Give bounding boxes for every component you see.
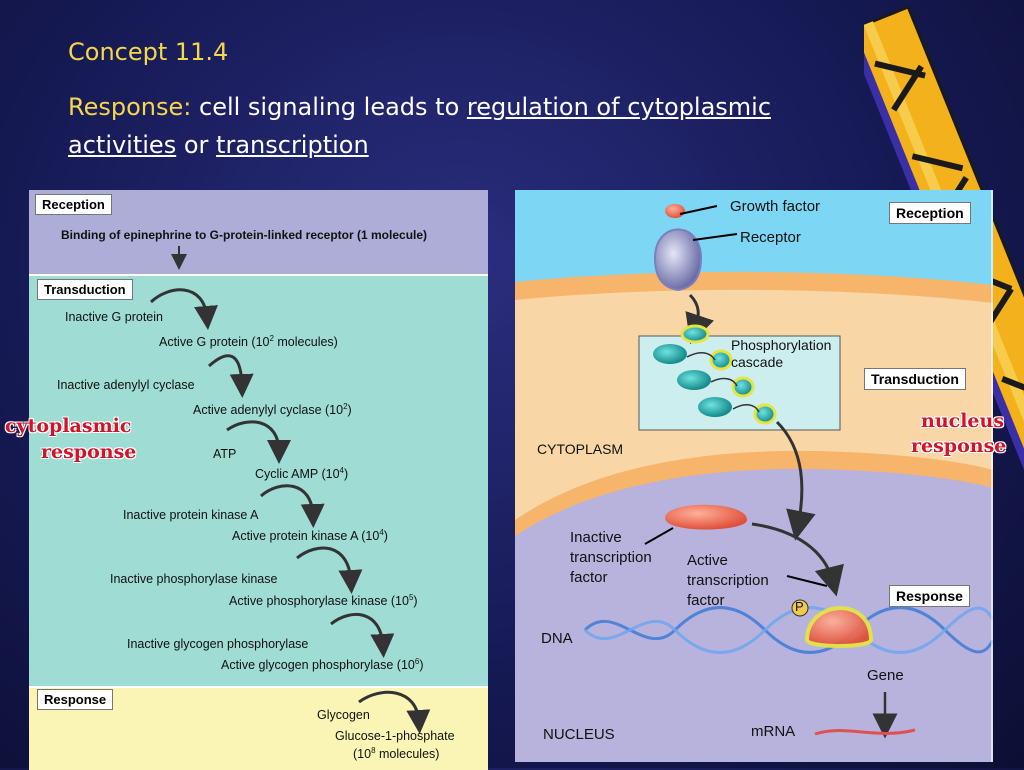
dna-label: DNA bbox=[541, 630, 573, 647]
arrow-step-2 bbox=[208, 354, 254, 398]
gene-label: Gene bbox=[867, 667, 904, 684]
cell-illustration bbox=[515, 190, 993, 762]
product-line-1: Glucose-1-phosphate bbox=[335, 729, 455, 743]
transduction-band bbox=[29, 274, 488, 688]
step-1-active: Active G protein (102 molecules) bbox=[159, 334, 338, 350]
step-4-active: Active protein kinase A (104) bbox=[232, 528, 388, 544]
arrow-response bbox=[358, 690, 431, 734]
phosphate-label: P bbox=[795, 599, 804, 614]
arrow-cascade-to-nucleus bbox=[775, 420, 816, 541]
cytoplasmic-response-label: response bbox=[41, 441, 137, 463]
concept-title: Concept 11.4 bbox=[68, 38, 229, 66]
receptor-label: Receptor bbox=[740, 229, 801, 246]
arrow-step-1 bbox=[149, 288, 218, 330]
transduction-label-right: Transduction bbox=[864, 368, 966, 390]
arrow-step-6 bbox=[330, 612, 395, 658]
glycogen-label: Glycogen bbox=[317, 708, 370, 722]
headline-underlined-3: transcription bbox=[216, 131, 369, 159]
step-3-inactive: ATP bbox=[213, 447, 237, 461]
nucleus-label: NUCLEUS bbox=[543, 726, 615, 743]
reception-label: Reception bbox=[35, 194, 112, 215]
transduction-label: Transduction bbox=[37, 279, 133, 300]
step-4-inactive: Inactive protein kinase A bbox=[123, 508, 259, 522]
step-5-inactive: Inactive phosphorylase kinase bbox=[110, 572, 278, 586]
step-6-active: Active glycogen phosphorylase (106) bbox=[221, 657, 424, 673]
headline-underlined-2: activities bbox=[68, 131, 177, 159]
step-3-active: Cyclic AMP (104) bbox=[255, 466, 349, 482]
reception-text: Binding of epinephrine to G-protein-link… bbox=[61, 228, 428, 242]
reception-label-right: Reception bbox=[889, 202, 971, 224]
growth-factor-pathway-panel: Growth factor Receptor Reception Phospho… bbox=[515, 190, 993, 762]
step-2-active: Active adenylyl cyclase (102) bbox=[193, 402, 352, 418]
response-label-left: Response bbox=[37, 689, 114, 710]
step-5-active: Active phosphorylase kinase (105) bbox=[229, 593, 418, 609]
step-6-inactive: Inactive glycogen phosphorylase bbox=[127, 637, 309, 651]
nucleus-response-label: response bbox=[911, 435, 1007, 457]
cytoplasm-label: CYTOPLASM bbox=[537, 441, 624, 457]
headline-or: or bbox=[183, 131, 209, 159]
epinephrine-pathway-panel: Reception Binding of epinephrine to G-pr… bbox=[29, 190, 488, 770]
arrow-step-4 bbox=[260, 484, 325, 528]
step-2-inactive: Inactive adenylyl cyclase bbox=[57, 378, 195, 392]
step-1-inactive: Inactive G protein bbox=[65, 310, 163, 324]
response-label-right: Response bbox=[889, 585, 970, 607]
headline-underlined-1: regulation of cytoplasmic bbox=[466, 93, 772, 121]
growth-factor-label: Growth factor bbox=[730, 198, 821, 215]
mrna-label: mRNA bbox=[751, 723, 796, 740]
response-label: Response: bbox=[68, 93, 192, 121]
nucleus-label-red: nucleus bbox=[921, 410, 1005, 432]
headline: Response: cell signaling leads to regula… bbox=[68, 88, 868, 164]
arrow-step-3 bbox=[226, 420, 291, 464]
cascade-arrows bbox=[149, 246, 431, 734]
headline-text-1: cell signaling leads to bbox=[199, 93, 460, 121]
arrow-step-5 bbox=[296, 546, 363, 594]
cytoplasmic-label: cytoplasmic bbox=[5, 415, 132, 437]
product-line-2: (108 molecules) bbox=[353, 746, 440, 762]
